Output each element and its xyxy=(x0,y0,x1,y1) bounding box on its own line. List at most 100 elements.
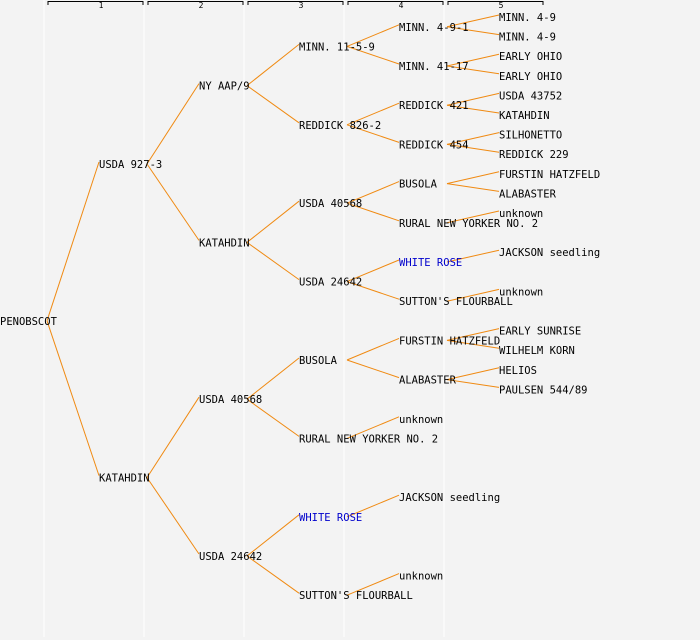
pedigree-node-gen4: FURSTIN HATZFELD xyxy=(399,335,500,347)
pedigree-edge xyxy=(346,24,400,47)
pedigree-node-gen5: FURSTIN HATZFELD xyxy=(499,169,600,181)
pedigree-node-gen4: BUSOLA xyxy=(399,179,438,191)
pedigree-node-gen3: WHITE ROSE xyxy=(299,512,362,524)
pedigree-edge xyxy=(446,288,500,302)
pedigree-node-gen4: MINN. 4-9-1 xyxy=(399,22,469,34)
pedigree-edge xyxy=(246,555,300,594)
pedigree-edge xyxy=(346,181,400,204)
pedigree-node-gen3: RURAL NEW YORKER NO. 2 xyxy=(299,433,438,445)
pedigree-node-gen3: BUSOLA xyxy=(299,355,338,367)
pedigree-node-gen1: KATAHDIN xyxy=(99,473,150,485)
pedigree-edge xyxy=(246,241,300,281)
pedigree-node-gen5: WILHELM KORN xyxy=(499,345,575,357)
pedigree-node-gen3: REDDICK 826-2 xyxy=(299,120,381,132)
pedigree-node-gen0: PENOBSCOT xyxy=(0,316,58,328)
pedigree-edge xyxy=(446,65,500,75)
generation-bracket xyxy=(47,1,144,5)
pedigree-node-gen3: SUTTON'S FLOURBALL xyxy=(299,590,413,602)
pedigree-edge xyxy=(446,379,500,388)
pedigree-edge xyxy=(446,183,500,192)
pedigree-edge xyxy=(346,45,400,65)
pedigree-node-gen5: EARLY OHIO xyxy=(499,71,562,83)
pedigree-edge xyxy=(446,210,500,224)
pedigree-node-gen4: MINN. 41-17 xyxy=(399,61,469,73)
pedigree-edge xyxy=(446,367,500,381)
pedigree-node-gen5: PAULSEN 544/89 xyxy=(499,384,588,396)
pedigree-node-gen5: unknown xyxy=(499,286,543,298)
pedigree-edge xyxy=(446,132,500,145)
pedigree-edge xyxy=(46,320,100,476)
pedigree-edge xyxy=(446,53,500,67)
pedigree-edge xyxy=(346,494,400,518)
pedigree-node-gen4: unknown xyxy=(399,414,443,426)
pedigree-node-gen5: EARLY SUNRISE xyxy=(499,326,581,338)
pedigree-edge xyxy=(46,161,100,321)
pedigree-edge xyxy=(446,328,500,341)
generation-bracket xyxy=(147,1,244,5)
pedigree-edge xyxy=(446,171,500,185)
pedigree-edge xyxy=(246,398,300,437)
pedigree-edge xyxy=(446,249,500,263)
pedigree-node-gen5: KATAHDIN xyxy=(499,110,550,122)
pedigree-edge xyxy=(246,200,300,243)
pedigree-edge xyxy=(346,416,400,439)
pedigree-edge xyxy=(146,163,200,241)
pedigree-edge xyxy=(346,337,400,361)
pedigree-node-gen4: REDDICK 421 xyxy=(399,100,469,112)
pedigree-node-gen5: REDDICK 229 xyxy=(499,149,569,161)
pedigree-edge xyxy=(446,104,500,114)
generation-number: 2 xyxy=(199,1,204,10)
pedigree-edge xyxy=(346,281,400,300)
pedigree-node-gen2: KATAHDIN xyxy=(199,237,250,249)
pedigree-node-gen5: ALABASTER xyxy=(499,188,557,200)
pedigree-edge xyxy=(146,396,200,478)
pedigree-edge xyxy=(446,143,500,153)
pedigree-node-gen4: RURAL NEW YORKER NO. 2 xyxy=(399,218,538,230)
pedigree-edge xyxy=(346,202,400,222)
generation-number: 4 xyxy=(399,1,404,10)
generation-number: 1 xyxy=(99,1,104,10)
pedigree-edge xyxy=(446,339,500,349)
pedigree-edge xyxy=(346,124,400,143)
generation-number: 5 xyxy=(499,1,504,10)
pedigree-node-gen4: JACKSON seedling xyxy=(399,492,500,504)
tree-edges xyxy=(46,14,500,596)
pedigree-edge xyxy=(146,83,200,165)
pedigree-node-gen5: JACKSON seedling xyxy=(499,247,600,259)
pedigree-edge xyxy=(446,14,500,28)
generation-bracket xyxy=(247,1,344,5)
pedigree-node-gen3: MINN. 11-5-9 xyxy=(299,41,375,53)
pedigree-edge xyxy=(346,259,400,283)
pedigree-edge xyxy=(346,102,400,126)
pedigree-edge xyxy=(246,44,300,86)
pedigree-edge xyxy=(346,359,400,379)
pedigree-node-gen4: ALABASTER xyxy=(399,375,457,387)
pedigree-node-gen4: SUTTON'S FLOURBALL xyxy=(399,296,513,308)
pedigree-node-gen4: WHITE ROSE xyxy=(399,257,462,269)
pedigree-edge xyxy=(446,92,500,106)
column-dividers xyxy=(43,0,445,637)
generation-headers: 1 2 3 4 5 xyxy=(47,1,544,10)
pedigree-edge xyxy=(246,514,300,557)
pedigree-node-gen2: USDA 24642 xyxy=(199,551,262,563)
pedigree-node-gen3: USDA 40568 xyxy=(299,198,362,210)
pedigree-node-gen5: HELIOS xyxy=(499,365,537,377)
generation-number: 3 xyxy=(299,1,304,10)
pedigree-edge xyxy=(446,26,500,36)
pedigree-node-gen1: USDA 927-3 xyxy=(99,159,162,171)
pedigree-node-gen3: USDA 24642 xyxy=(299,277,362,289)
pedigree-node-gen5: SILHONETTO xyxy=(499,130,562,142)
pedigree-node-gen5: MINN. 4-9 xyxy=(499,32,556,44)
pedigree-node-gen2: NY AAP/9 xyxy=(199,81,250,93)
pedigree-node-gen5: MINN. 4-9 xyxy=(499,12,556,24)
pedigree-node-gen5: unknown xyxy=(499,208,543,220)
pedigree-node-gen2: USDA 40568 xyxy=(199,394,262,406)
pedigree-edge xyxy=(246,85,300,124)
pedigree-node-gen5: USDA 43752 xyxy=(499,90,562,102)
pedigree-node-gen5: EARLY OHIO xyxy=(499,51,562,63)
pedigree-node-gen4: REDDICK 454 xyxy=(399,139,469,151)
pedigree-edge xyxy=(246,357,300,400)
pedigree-node-gen4: unknown xyxy=(399,571,443,583)
